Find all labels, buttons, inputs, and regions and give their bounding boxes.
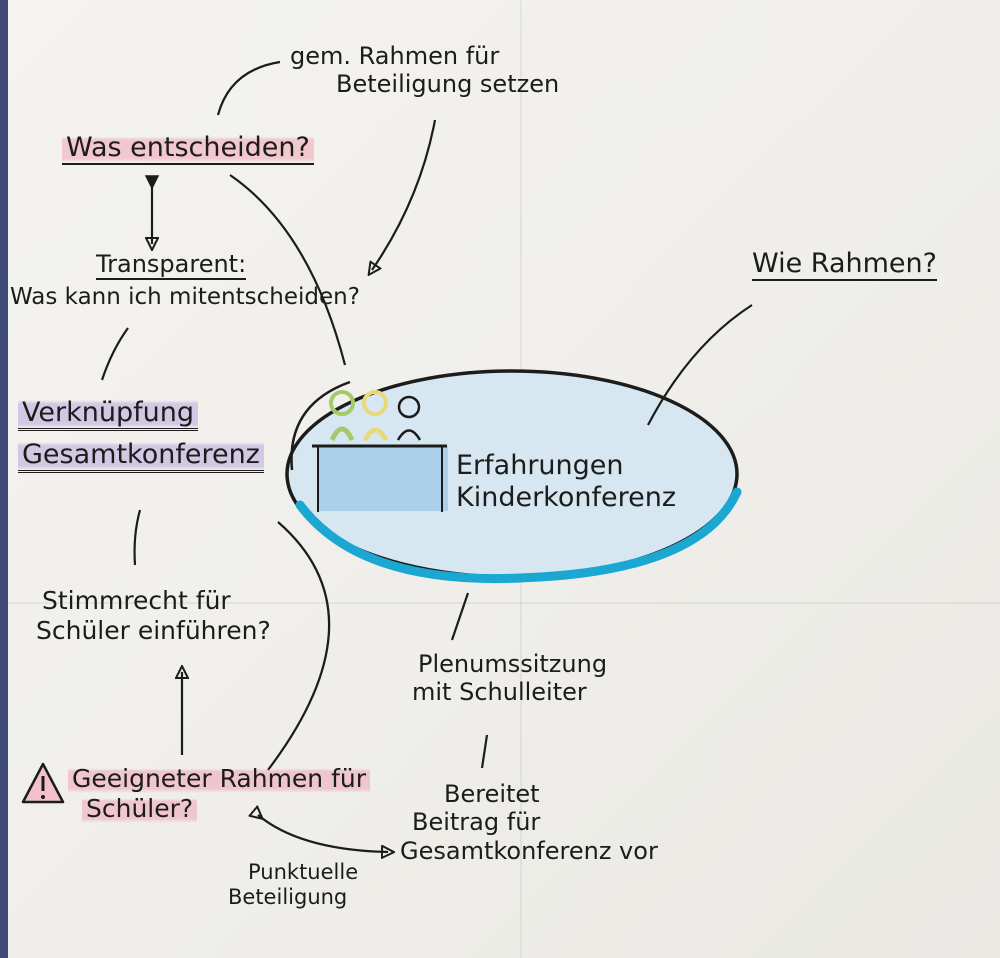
node-transparent-word: Transparent: — [96, 250, 247, 280]
warning-triangle-icon — [21, 762, 65, 804]
stimmrecht-line1: Stimmrecht für — [42, 586, 231, 615]
group-of-people-icon — [312, 390, 448, 512]
connector-rahmen-to-center — [372, 119, 437, 270]
node-bereitet-beitrag: Bereitet Beitrag für Gesamtkonferenz vor — [400, 780, 658, 865]
plenum-line2: mit Schulleiter — [412, 678, 587, 707]
was-entscheiden-label: Was entscheiden? — [62, 132, 314, 165]
node-geeigneter-rahmen: Geeigneter Rahmen für Schüler? — [68, 764, 371, 823]
node-plenumssitzung: Plenumssitzung mit Schulleiter — [412, 650, 607, 707]
connector-center-to-plenum — [450, 592, 470, 641]
connector-wie-rahmen-to-center — [647, 304, 753, 426]
center-label: Erfahrungen Kinderkonferenz — [456, 450, 676, 514]
bereitet-line1: Bereitet — [444, 780, 540, 808]
center-line2: Kinderkonferenz — [456, 481, 676, 513]
node-was-entscheiden: Was entscheiden? — [62, 132, 314, 165]
verknuepfung-line1: Verknüpfung — [18, 397, 198, 431]
double-arrow-geeigneter-bereitet — [258, 815, 388, 852]
bereitet-line3: Gesamtkonferenz vor — [400, 836, 658, 865]
punktuelle-line1: Punktuelle — [248, 860, 359, 884]
connector-rahmen-to-was — [216, 60, 281, 116]
connector-was-to-center — [229, 174, 347, 366]
geeigneter-line2: Schüler? — [82, 793, 198, 823]
center-line1: Erfahrungen — [456, 450, 624, 481]
center-ellipse — [285, 369, 742, 584]
stimmrecht-line2: Schüler einführen? — [36, 615, 271, 645]
bereitet-line2: Beitrag für — [412, 808, 541, 837]
node-rahmen-setzen: gem. Rahmen für Beteiligung setzen — [290, 42, 559, 99]
node-verknuepfung: Verknüpfung Gesamtkonferenz — [18, 392, 264, 476]
connector-plenum-to-bereitet — [480, 734, 489, 769]
node-transparent-question: Was kann ich mitentscheiden? — [10, 284, 360, 310]
node-wie-rahmen: Wie Rahmen? — [752, 248, 937, 281]
verknuepfung-line2: Gesamtkonferenz — [18, 438, 264, 473]
plenum-line1: Plenumssitzung — [418, 650, 608, 678]
connector-verknuepfung-to-geeigneter — [267, 521, 331, 771]
wie-rahmen-label: Wie Rahmen? — [752, 248, 937, 281]
node-stimmrecht: Stimmrecht für Schüler einführen? — [36, 586, 271, 645]
node-punktuelle-beteiligung: Punktuelle Beteiligung — [228, 860, 358, 910]
punktuelle-line2: Beteiligung — [228, 884, 348, 909]
node-rahmen-line2: Beteiligung setzen — [336, 70, 560, 99]
node-rahmen-line1: gem. Rahmen für — [290, 42, 500, 70]
transparent-label: Transparent: — [96, 250, 247, 280]
connector-transparent-to-verknuepfung — [100, 327, 129, 381]
geeigneter-line1: Geeigneter Rahmen für — [68, 764, 371, 793]
connector-verknuepfung-to-stimmrecht — [133, 509, 142, 566]
paper-fold-horizontal — [8, 602, 1000, 604]
